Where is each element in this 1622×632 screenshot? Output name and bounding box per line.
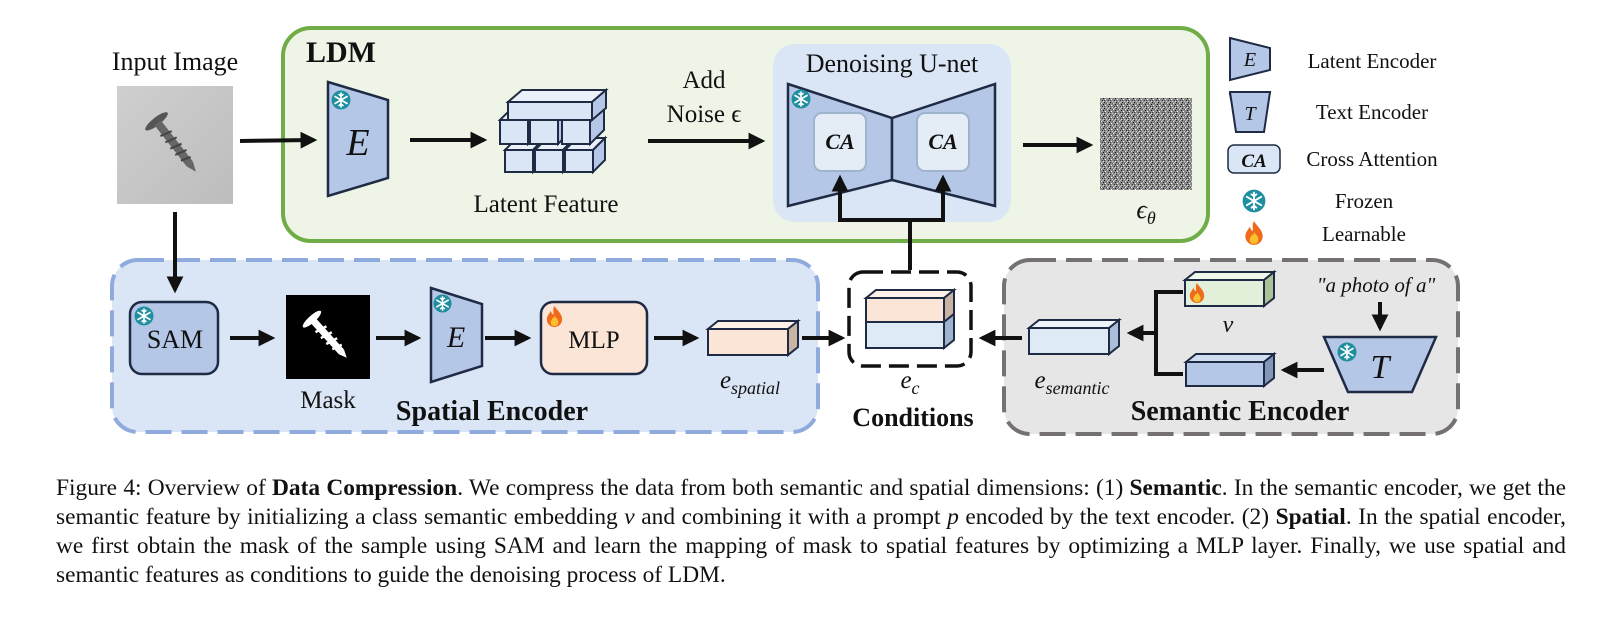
legend-t-symbol: T <box>1244 103 1257 125</box>
legend-ca-symbol: CA <box>1241 151 1266 172</box>
add-label: Add <box>682 67 726 94</box>
legend-e-symbol: E <box>1243 49 1256 71</box>
e-semantic-feature <box>1026 317 1122 357</box>
snowflake-icon <box>1242 189 1266 213</box>
caption-text-5: encoded by the text encoder. (2) <box>958 504 1276 530</box>
caption-text-6: . In the spatial encoder, we first obtai… <box>56 504 1567 588</box>
cross-attention-block-right <box>916 112 970 172</box>
caption-text-2: . We compress the data from both semanti… <box>457 475 1130 501</box>
v-label: v <box>1223 312 1234 338</box>
semantic-encoder-block: Semantic Encoder <box>1002 258 1460 436</box>
e-spatial-feature <box>705 318 801 358</box>
legend-cross-attention: Cross Attention <box>1306 147 1438 171</box>
caption-bold-semantic: Semantic <box>1129 475 1222 501</box>
sam-module: SAM <box>128 300 220 376</box>
legend-latent-encoder: Latent Encoder <box>1308 49 1437 73</box>
e-spatial-label: espatial <box>720 367 780 398</box>
legend-text-encoder: Text Encoder <box>1316 100 1428 124</box>
snowflake-icon <box>331 90 351 110</box>
text-encoder: T <box>1322 335 1438 394</box>
sam-label: SAM <box>147 325 203 354</box>
denoising-unet-label: Denoising U-net <box>806 49 979 78</box>
caption-text-3: . In the semantic encoder, we get the se… <box>56 475 1566 530</box>
snowflake-icon <box>134 306 154 326</box>
snowflake-icon <box>791 89 811 109</box>
input-image-label: Input Image <box>112 47 238 76</box>
input-image <box>117 86 233 204</box>
legend: E Latent Encoder T Text Encoder CA Cross… <box>1227 36 1438 246</box>
legend-latent-encoder-icon <box>1229 36 1271 82</box>
caption-text-4: and combining it with a prompt <box>634 504 948 530</box>
noise-label: Noise ϵ <box>667 101 742 128</box>
caption-var-p: p <box>947 504 959 530</box>
flame-icon <box>1245 221 1263 245</box>
noise-output-image <box>1100 98 1192 190</box>
mask-label: Mask <box>300 387 356 414</box>
spatial-encoder-label: Spatial Encoder <box>396 396 588 427</box>
ldm-latent-encoder: E <box>326 80 390 198</box>
mask-image <box>286 295 370 379</box>
legend-learnable: Learnable <box>1322 222 1406 246</box>
legend-cross-attention-icon <box>1227 144 1281 174</box>
snowflake-icon <box>433 294 452 313</box>
ca-label-left: CA <box>825 129 854 154</box>
caption-var-v: v <box>624 504 635 530</box>
caption-bold-data-compression: Data Compression <box>272 475 458 501</box>
mlp-module: MLP <box>539 300 649 376</box>
caption-text-1: Overview of <box>141 475 273 501</box>
cross-attention-block-left <box>813 112 867 172</box>
legend-frozen: Frozen <box>1335 189 1394 213</box>
ldm-border <box>281 26 1210 243</box>
denoising-unet: Denoising U-net CA CA <box>773 44 1011 222</box>
text-encoder-symbol: T <box>1371 349 1392 386</box>
snowflake-icon <box>1337 342 1357 362</box>
v-embedding <box>1182 269 1277 309</box>
caption-figure-number: Figure 4: <box>56 475 142 501</box>
arrows <box>166 131 1389 379</box>
text-feature <box>1183 351 1277 389</box>
input-image-group: Input Image <box>112 47 238 204</box>
figure-caption: Figure 4: Overview of Data Compression. … <box>56 474 1566 590</box>
ldm-encoder-symbol: E <box>345 122 369 164</box>
spatial-encoder-symbol: E <box>446 321 465 354</box>
e-c-label: ec <box>900 367 919 398</box>
conditions-block <box>847 270 973 368</box>
data-compression-diagram: LDM Input Image E <box>110 26 1460 436</box>
latent-feature-cubes <box>497 87 609 175</box>
mlp-label: MLP <box>568 327 619 354</box>
semantic-encoder-label: Semantic Encoder <box>1131 396 1350 427</box>
e-semantic-label: esemantic <box>1034 367 1109 398</box>
ldm-title: LDM <box>306 36 376 69</box>
ca-label-right: CA <box>928 129 957 154</box>
caption-bold-spatial: Spatial <box>1275 504 1346 530</box>
conditions-label: Conditions <box>852 403 973 432</box>
ldm-block: LDM <box>281 26 1210 243</box>
latent-feature-label: Latent Feature <box>473 191 618 218</box>
spatial-latent-encoder: E <box>429 286 484 384</box>
prompt-label: "a photo of a" <box>1317 273 1436 297</box>
